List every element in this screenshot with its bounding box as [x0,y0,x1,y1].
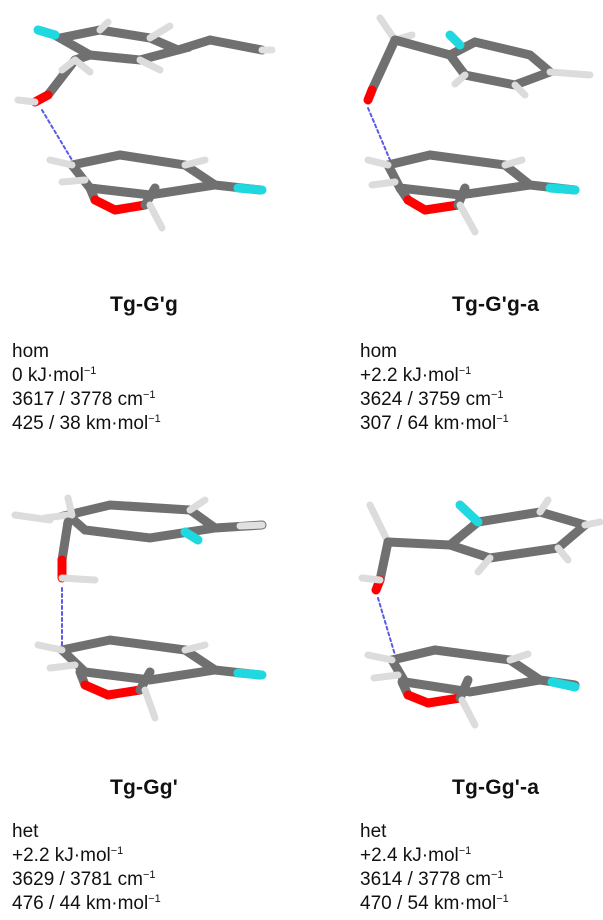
panel-tg-ggp: Tg-Gg' het +2.2 kJ·mol−1 3629 / 3781 cm−… [0,460,300,920]
conformer-title: Tg-G'g-a [452,293,540,316]
oh-frequencies: 3629 / 3781 cm−1 [12,869,156,890]
conformer-info: hom 0 kJ·mol−1 3617 / 3778 cm−1 425 / 38… [12,340,161,436]
conformer-info: het +2.4 kJ·mol−1 3614 / 3778 cm−1 470 /… [360,820,509,916]
ir-intensities: 425 / 38 km·mol−1 [12,413,161,434]
hb-type: het [12,821,39,842]
oh-frequencies: 3617 / 3778 cm−1 [12,389,156,410]
relative-energy: +2.2 kJ·mol−1 [12,845,124,866]
conformer-title: Tg-Gg' [110,776,179,799]
conformer-info: het +2.2 kJ·mol−1 3629 / 3781 cm−1 476 /… [12,820,161,916]
conformer-title: Tg-Gg'-a [452,776,540,799]
ir-intensities: 307 / 64 km·mol−1 [360,413,509,434]
relative-energy: +2.2 kJ·mol−1 [360,365,472,386]
molecule-structure-2 [363,14,594,236]
hb-type: hom [12,341,49,362]
panel-tg-gpg: Tg-G'g hom 0 kJ·mol−1 3617 / 3778 cm−1 4… [0,0,300,460]
oh-frequencies: 3614 / 3778 cm−1 [360,869,504,890]
conformer-info: hom +2.2 kJ·mol−1 3624 / 3759 cm−1 307 /… [360,340,509,436]
molecule-structure-4 [358,496,603,729]
molecule-structure-3 [11,494,267,722]
conformer-title: Tg-G'g [110,293,179,316]
molecule-structure-1 [14,18,276,232]
hb-type: hom [360,341,397,362]
oh-frequencies: 3624 / 3759 cm−1 [360,389,504,410]
ir-intensities: 476 / 44 km·mol−1 [12,893,161,914]
panel-tg-gpg-a: Tg-G'g-a hom +2.2 kJ·mol−1 3624 / 3759 c… [300,0,600,460]
ir-intensities: 470 / 54 km·mol−1 [360,893,509,914]
relative-energy: 0 kJ·mol−1 [12,365,97,386]
hb-type: het [360,821,387,842]
panel-tg-ggp-a: Tg-Gg'-a het +2.4 kJ·mol−1 3614 / 3778 c… [300,460,603,920]
relative-energy: +2.4 kJ·mol−1 [360,845,472,866]
